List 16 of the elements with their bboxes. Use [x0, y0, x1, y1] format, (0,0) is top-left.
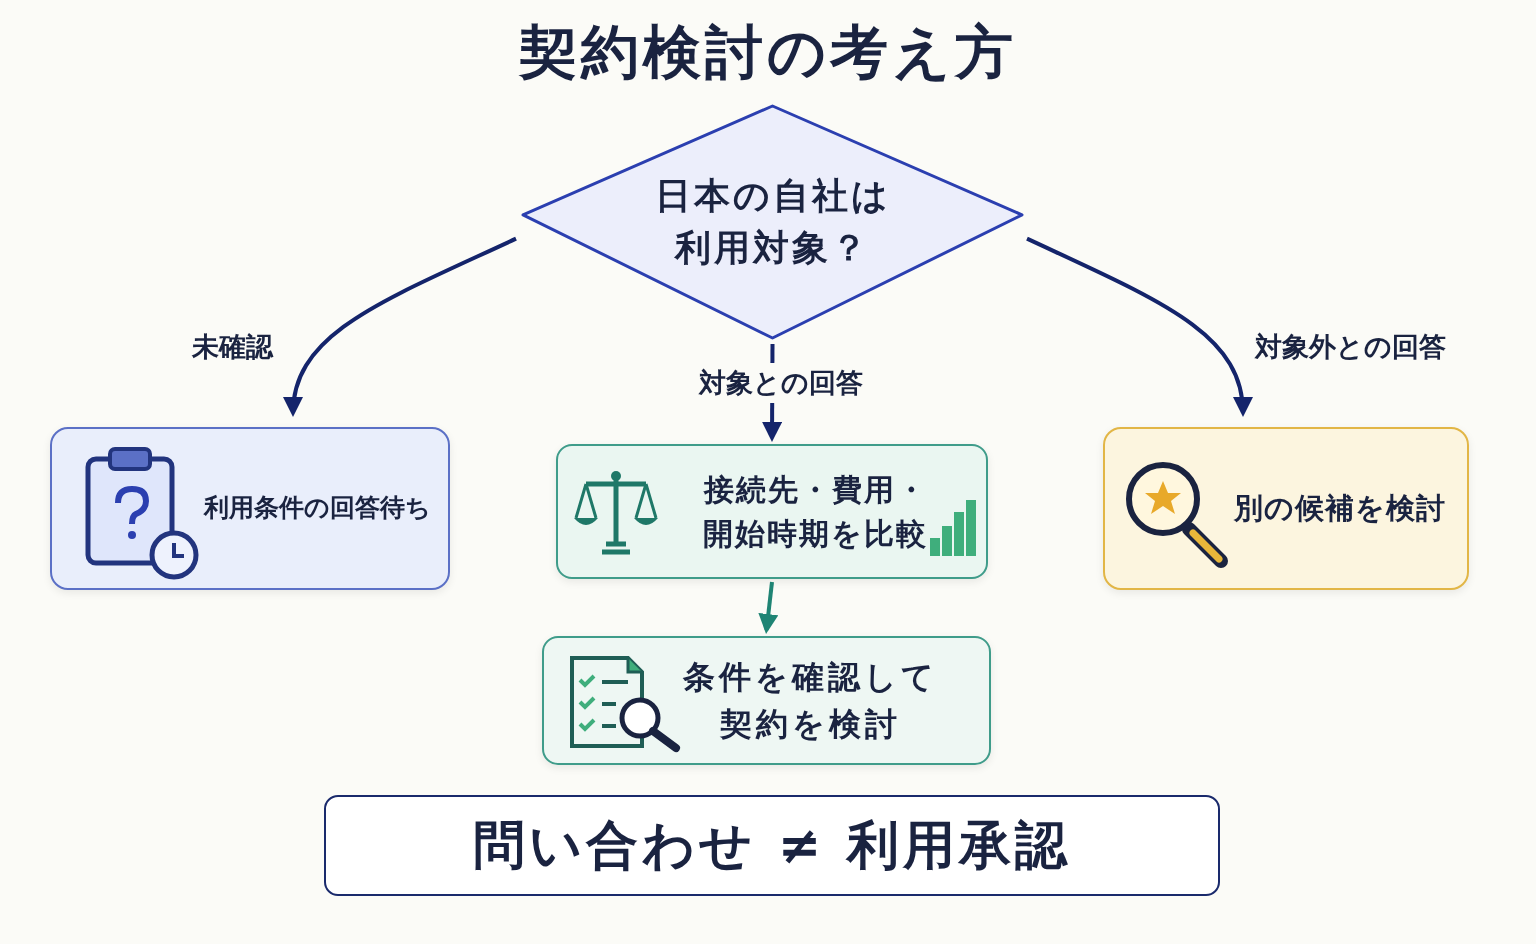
- node-text: 利用条件の回答待ち: [202, 492, 432, 525]
- title: 契約検討の考え方: [519, 17, 1017, 88]
- process-box: [542, 636, 991, 765]
- process-box: [556, 444, 988, 579]
- decision-diamond: [520, 103, 1025, 341]
- arrow: [758, 581, 779, 634]
- arrow: [284, 236, 517, 417]
- arrow: [1026, 236, 1252, 417]
- process-box: [50, 427, 450, 590]
- process-box: [1103, 427, 1469, 590]
- note-box: [324, 795, 1220, 896]
- node-text: 問い合わせ ≠ 利用承認: [471, 813, 1073, 877]
- node-text: 日本の自社は利用対象？: [653, 173, 892, 270]
- node-text: 接続先・費用・開始時期を比較: [702, 471, 929, 553]
- node-text: 別の候補を検討: [1233, 490, 1447, 528]
- node-text: 条件を確認して契約を検討: [681, 657, 939, 745]
